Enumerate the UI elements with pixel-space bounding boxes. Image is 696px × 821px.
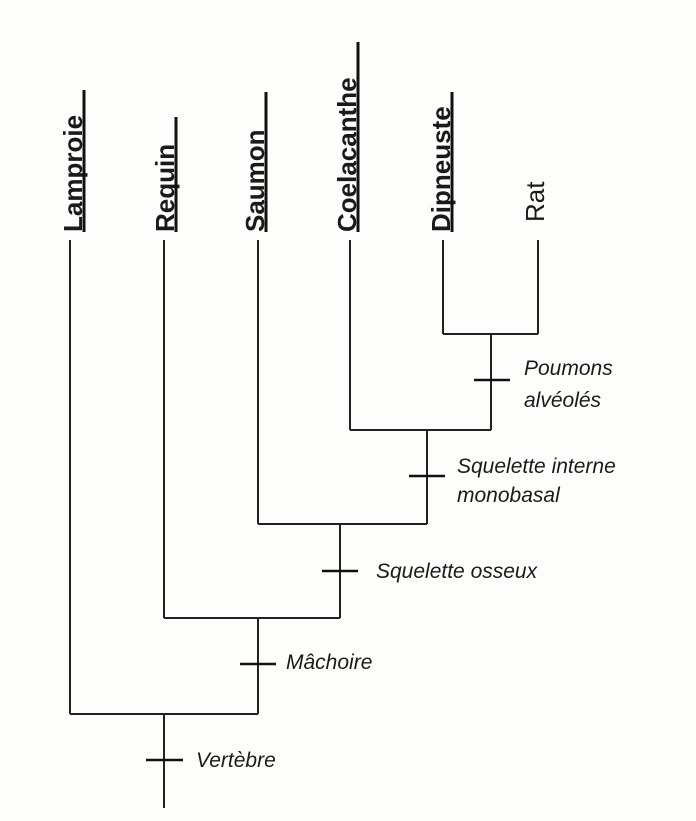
trait-ticks	[146, 378, 510, 762]
trait-label-vertebre: Vertèbre	[196, 749, 276, 772]
trait-label-machoire: Mâchoire	[286, 651, 372, 674]
trait-label-squelette-osseux: Squelette osseux	[376, 560, 539, 583]
trait-label-poumons-line2: alvéolés	[524, 389, 602, 412]
taxon-label-rat: Rat	[520, 181, 550, 222]
tree-branches	[69, 240, 539, 808]
trait-label-squelette-interne-line1: Squelette interne	[457, 455, 616, 478]
trait-label-poumons-line1: Poumons	[524, 357, 613, 380]
trait-label-squelette-interne-line2: monobasal	[457, 484, 561, 507]
trait-labels: Vertèbre Mâchoire Squelette osseux Squel…	[196, 357, 616, 772]
taxon-labels: Lamproie Requin Saumon Coelacanthe Dipne…	[58, 42, 550, 232]
